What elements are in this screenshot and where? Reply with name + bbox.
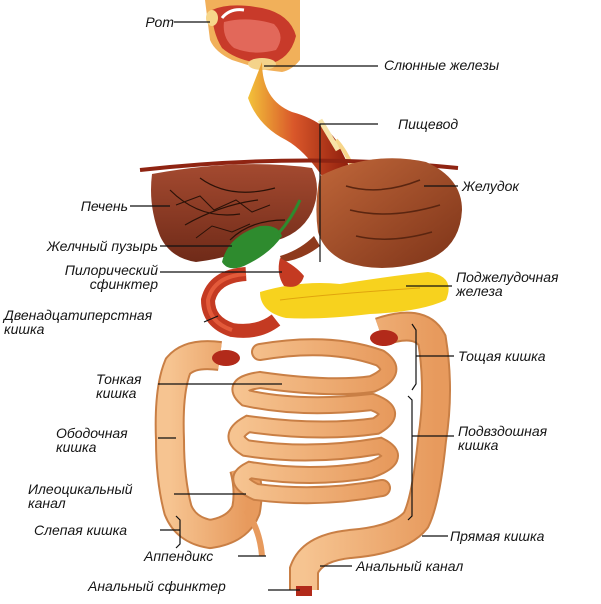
label-duodenum-line1: Двенадцатиперстная <box>4 307 153 323</box>
label-gallbladder: Желчный пузырь <box>46 238 158 254</box>
label-cecum: Слепая кишка <box>34 522 128 538</box>
gallbladder-shape <box>222 199 302 269</box>
head-region <box>205 0 300 72</box>
label-ileum: Подвздошная кишка <box>458 424 547 452</box>
duodenum-shape <box>200 258 304 338</box>
label-small-int-line2: кишка <box>96 385 137 401</box>
label-pancreas-line2: железа <box>456 283 503 299</box>
label-colon-line1: Ободочная <box>56 425 128 441</box>
label-colon: Ободочная кишка <box>56 426 128 454</box>
label-ileocecal-line2: канал <box>28 495 66 511</box>
label-appendix: Аппендикс <box>144 548 214 564</box>
esophagus-shape <box>248 62 354 176</box>
label-colon-line2: кишка <box>56 439 97 455</box>
label-ileum-line2: кишка <box>458 437 499 453</box>
label-pancreas-line1: Поджелудочная <box>456 269 559 285</box>
label-esophagus: Пищевод <box>398 116 459 132</box>
small-intestine-shape <box>227 338 399 505</box>
label-ileocecal-line1: Илеоцикальный <box>28 481 133 497</box>
label-stomach: Желудок <box>462 178 520 194</box>
label-liver: Печень <box>80 198 128 214</box>
label-pyloric-line1: Пилорический <box>64 262 158 278</box>
label-salivary-glands: Слюнные железы <box>384 57 500 73</box>
leader-lines <box>130 21 458 591</box>
label-jejunum: Тощая кишка <box>458 348 546 364</box>
label-pancreas: Поджелудочная железа <box>456 270 558 298</box>
label-mouth: Рот <box>145 14 174 30</box>
pancreas-shape <box>260 272 449 319</box>
label-pyloric-sphincter: Пилорический сфинктер <box>30 263 158 291</box>
large-intestine-shape <box>154 311 451 596</box>
label-duodenum: Двенадцатиперстная кишка <box>4 308 152 336</box>
label-anal-canal: Анальный канал <box>356 558 464 574</box>
label-ileocecal-canal: Илеоцикальный канал <box>28 482 133 510</box>
label-small-int-line1: Тонкая <box>96 371 142 387</box>
label-duodenum-line2: кишка <box>4 321 45 337</box>
label-small-intestine: Тонкая кишка <box>96 372 141 400</box>
label-pyloric-line2: сфинктер <box>89 276 158 292</box>
label-rectum: Прямая кишка <box>450 528 545 544</box>
label-ileum-line1: Подвздошная <box>458 423 548 439</box>
label-anal-sphincter: Анальный сфинктер <box>88 578 226 594</box>
